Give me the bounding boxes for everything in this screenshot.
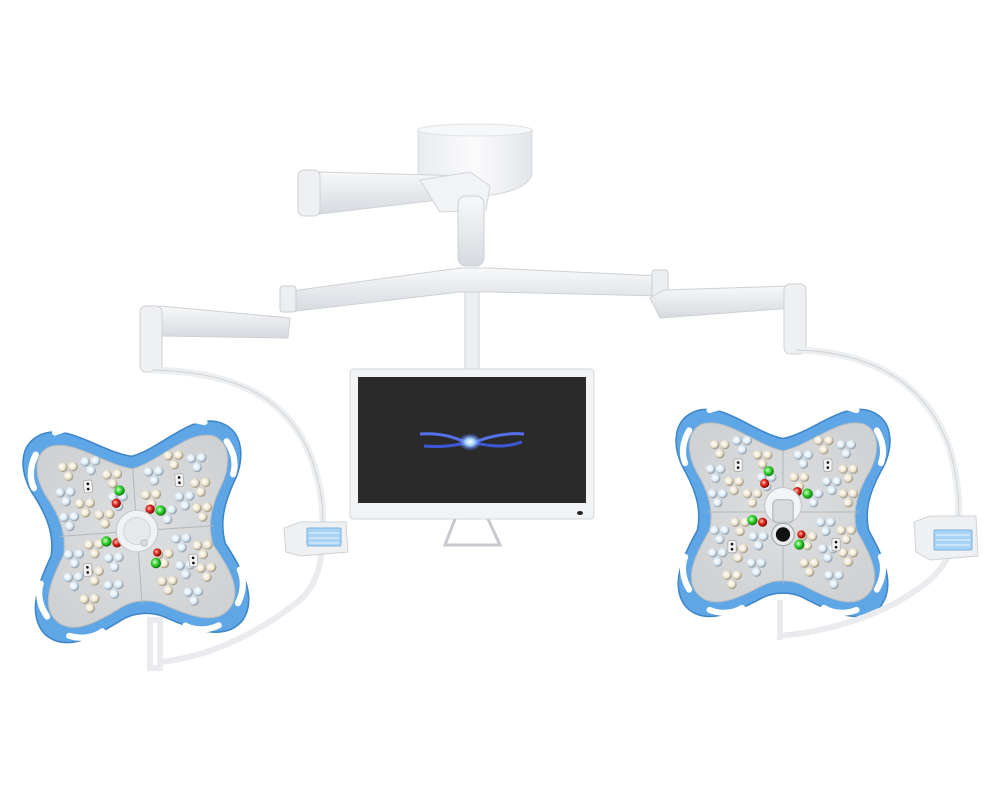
control-panel-left[interactable] — [283, 521, 349, 557]
center-post — [457, 195, 485, 267]
lamp-handle-left[interactable] — [115, 509, 159, 553]
screen-logo-glow — [419, 432, 525, 451]
lamp-head-left — [21, 417, 253, 645]
power-indicator-icon — [577, 511, 583, 515]
monitor-stand — [442, 518, 503, 547]
lamp-head-right — [676, 407, 890, 616]
camera-module — [764, 486, 802, 547]
monitor-post — [464, 291, 480, 371]
control-panel-left-display[interactable] — [306, 527, 342, 547]
left-lamp-stem — [147, 539, 325, 671]
display-monitor — [349, 368, 595, 547]
left-spring-arm — [139, 305, 327, 531]
right-spring-arm — [649, 283, 963, 525]
control-panel-right[interactable] — [913, 515, 979, 561]
